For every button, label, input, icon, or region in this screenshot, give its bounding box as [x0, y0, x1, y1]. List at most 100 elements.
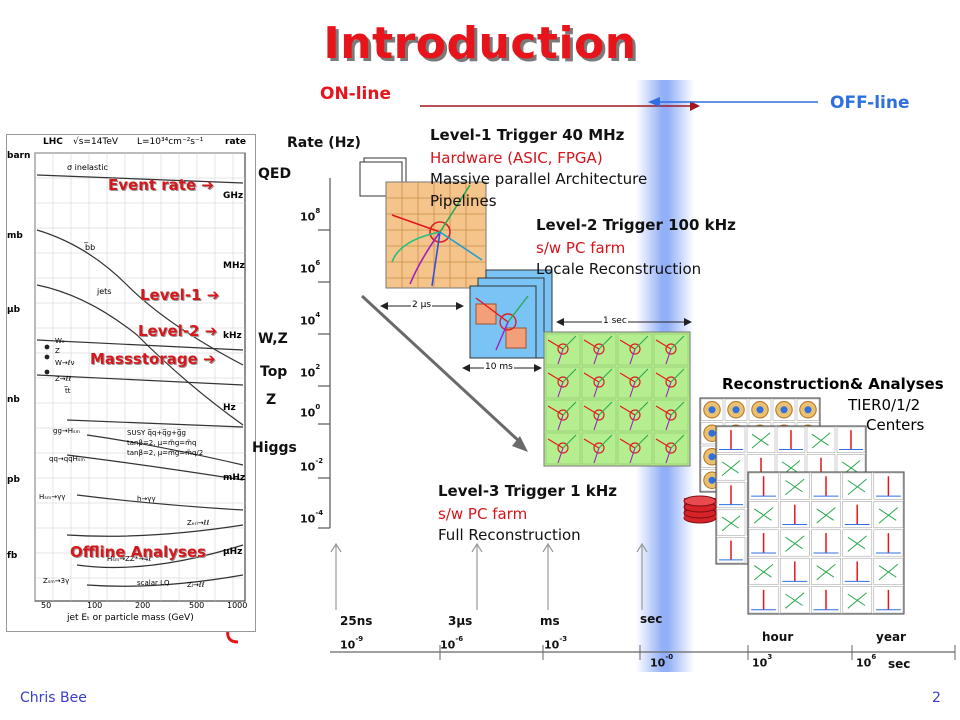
xsec-ann-zll: Z→ℓℓ — [55, 375, 72, 383]
xsec-ann-tanb1: tanβ=2, μ=m̃g=m̃q — [127, 439, 197, 447]
level3-cell — [545, 333, 581, 366]
rate-axis-ticks — [318, 229, 330, 529]
process-top: Top — [260, 364, 288, 380]
level3-event-display — [543, 331, 691, 467]
level1-body2: Pipelines — [430, 192, 497, 210]
level3-head: Level-3 Trigger 1 kHz — [438, 482, 618, 500]
level3-cell — [617, 399, 653, 432]
footer-author: Chris Bee — [20, 690, 87, 706]
reco-panel-histograms-2 — [747, 471, 905, 615]
interval-l2-label: 10 ms — [484, 362, 514, 372]
xsec-unit-barn: barn — [7, 151, 31, 161]
time-label-hour: hour — [762, 630, 794, 644]
xsec-xtick-1000: 1000 — [227, 601, 248, 610]
level1-head: Level-1 Trigger 40 MHz — [430, 126, 625, 144]
xsec-ann-tanb2: tanβ=2, μ=m̃g=m̃q/2 — [127, 449, 204, 457]
xsec-unit-pb: pb — [7, 475, 20, 485]
xsec-unit-uhz: μHz — [223, 547, 243, 557]
level2-body1: Locale Reconstruction — [536, 260, 702, 278]
xsec-unit-ub: μb — [7, 305, 21, 315]
xsec-unit-nb: nb — [7, 395, 20, 405]
level3-cell — [653, 333, 689, 366]
xsec-unit-ghz: GHz — [223, 191, 244, 201]
level2-head: Level-2 Trigger 100 kHz — [536, 216, 736, 234]
process-higgs: Higgs — [252, 440, 297, 456]
level1-event-display — [359, 157, 487, 289]
xsec-ann-tt: t̅t — [65, 387, 71, 395]
diagonal-arrow-head — [512, 436, 528, 452]
storage-disk-stack — [683, 495, 717, 524]
level3-cell — [581, 432, 617, 465]
time-tick-1e3: 103 — [752, 653, 773, 670]
xsec-ann-bb: b̅b — [85, 243, 96, 252]
marker-level2: Level-2 ➔ — [138, 322, 218, 340]
level1-body1: Massive parallel Architecture — [430, 170, 648, 188]
rate-tick-1e-4: 10-4 — [300, 509, 324, 526]
time-label-25ns: 25ns — [340, 614, 373, 628]
xsec-ann-gghsm: gg→Hₛₘ — [53, 427, 80, 435]
level2-event-display — [469, 269, 553, 359]
time-tick-1e6: 106 — [856, 653, 877, 670]
xsec-ann-hzz: Hₛₘ→ZZ*→4ℓ — [107, 555, 152, 563]
marker-massstorage: Massstorage ➔ — [90, 350, 216, 368]
xsec-unit-fb: fb — [7, 551, 18, 561]
reco-tier: TIER0/1/2 — [848, 396, 921, 414]
rate-tick-1e-2: 10-2 — [300, 457, 324, 474]
level3-cell — [545, 432, 581, 465]
xsec-xtick-500: 500 — [189, 601, 205, 610]
time-tick-1e-6: 10-6 — [440, 635, 464, 652]
offline-label: OFF-line — [830, 93, 910, 113]
xsec-header-lumi: L=10³⁴cm⁻²s⁻¹ — [137, 137, 204, 147]
xsec-ann-z: Z — [55, 347, 60, 355]
xsec-unit-mb: mb — [7, 231, 23, 241]
process-qed: QED — [258, 166, 292, 182]
xsec-plot-svg — [34, 152, 246, 602]
level3-cell — [545, 399, 581, 432]
level1-sub: Hardware (ASIC, FPGA) — [430, 149, 603, 167]
rate-tick-1e2: 102 — [300, 363, 321, 380]
xsec-ann-zsm: Zₛₘ→3γ — [43, 577, 70, 585]
xsec-curves — [36, 174, 244, 587]
xsec-ann-hgg: h→γγ — [137, 495, 156, 503]
level3-body1: Full Reconstruction — [438, 526, 581, 544]
level3-cell — [653, 366, 689, 399]
xsec-ann-wlnu: W→ℓν — [55, 359, 75, 367]
time-axis-ticks — [439, 645, 956, 660]
rate-axis-label: Rate (Hz) — [287, 135, 361, 151]
footer-page-number: 2 — [932, 690, 941, 706]
level3-cell — [581, 399, 617, 432]
cross-section-plot: LHC √s=14TeV L=10³⁴cm⁻²s⁻¹ barn mb μb nb… — [6, 134, 256, 632]
time-label-sec: sec — [640, 612, 663, 626]
xsec-ann-qqh: qq→qqHₛₘ — [49, 455, 85, 463]
level3-cell — [581, 366, 617, 399]
xsec-unit-khz: kHz — [223, 331, 242, 341]
rate-tick-1e0: 100 — [300, 403, 321, 420]
time-tick-1e0: 10-0 — [650, 653, 674, 670]
xsec-header-energy: √s=14TeV — [73, 137, 119, 147]
marker-level1: Level-1 ➔ — [140, 286, 220, 304]
time-tick-1e-3: 10-3 — [544, 635, 568, 652]
level3-cell — [653, 432, 689, 465]
level3-cell — [617, 432, 653, 465]
diagonal-flow-arrow — [360, 294, 522, 444]
xsec-rate-label: rate — [225, 137, 246, 147]
interval-l1-label: 2 μs — [411, 300, 433, 310]
reco-head: Reconstruction& Analyses — [722, 375, 944, 393]
xsec-ann-jets: jets — [97, 287, 112, 296]
level3-sub: s/w PC farm — [438, 505, 528, 523]
xsec-unit-hz: Hz — [223, 403, 236, 413]
time-label-ms: ms — [540, 614, 560, 628]
xsec-unit-mhz-milli: mHz — [223, 473, 246, 483]
level2-sub: s/w PC farm — [536, 239, 626, 257]
xsec-ann-lq: scalar LQ — [137, 579, 170, 587]
level3-cell — [617, 333, 653, 366]
xsec-ann-zl: Zₗ→ℓℓ — [187, 581, 205, 589]
marker-event-rate: Event rate ➔ — [108, 176, 214, 194]
level3-cell — [581, 333, 617, 366]
rate-tick-1e6: 106 — [300, 259, 321, 276]
time-label-year: year — [876, 630, 906, 644]
xsec-header-lhc: LHC — [43, 137, 63, 147]
reco-centers: Centers — [866, 416, 925, 434]
xsec-ann-zarl: Zₑᵣₗ→ℓℓ — [187, 519, 210, 527]
xsec-xtick-100: 100 — [87, 601, 103, 610]
